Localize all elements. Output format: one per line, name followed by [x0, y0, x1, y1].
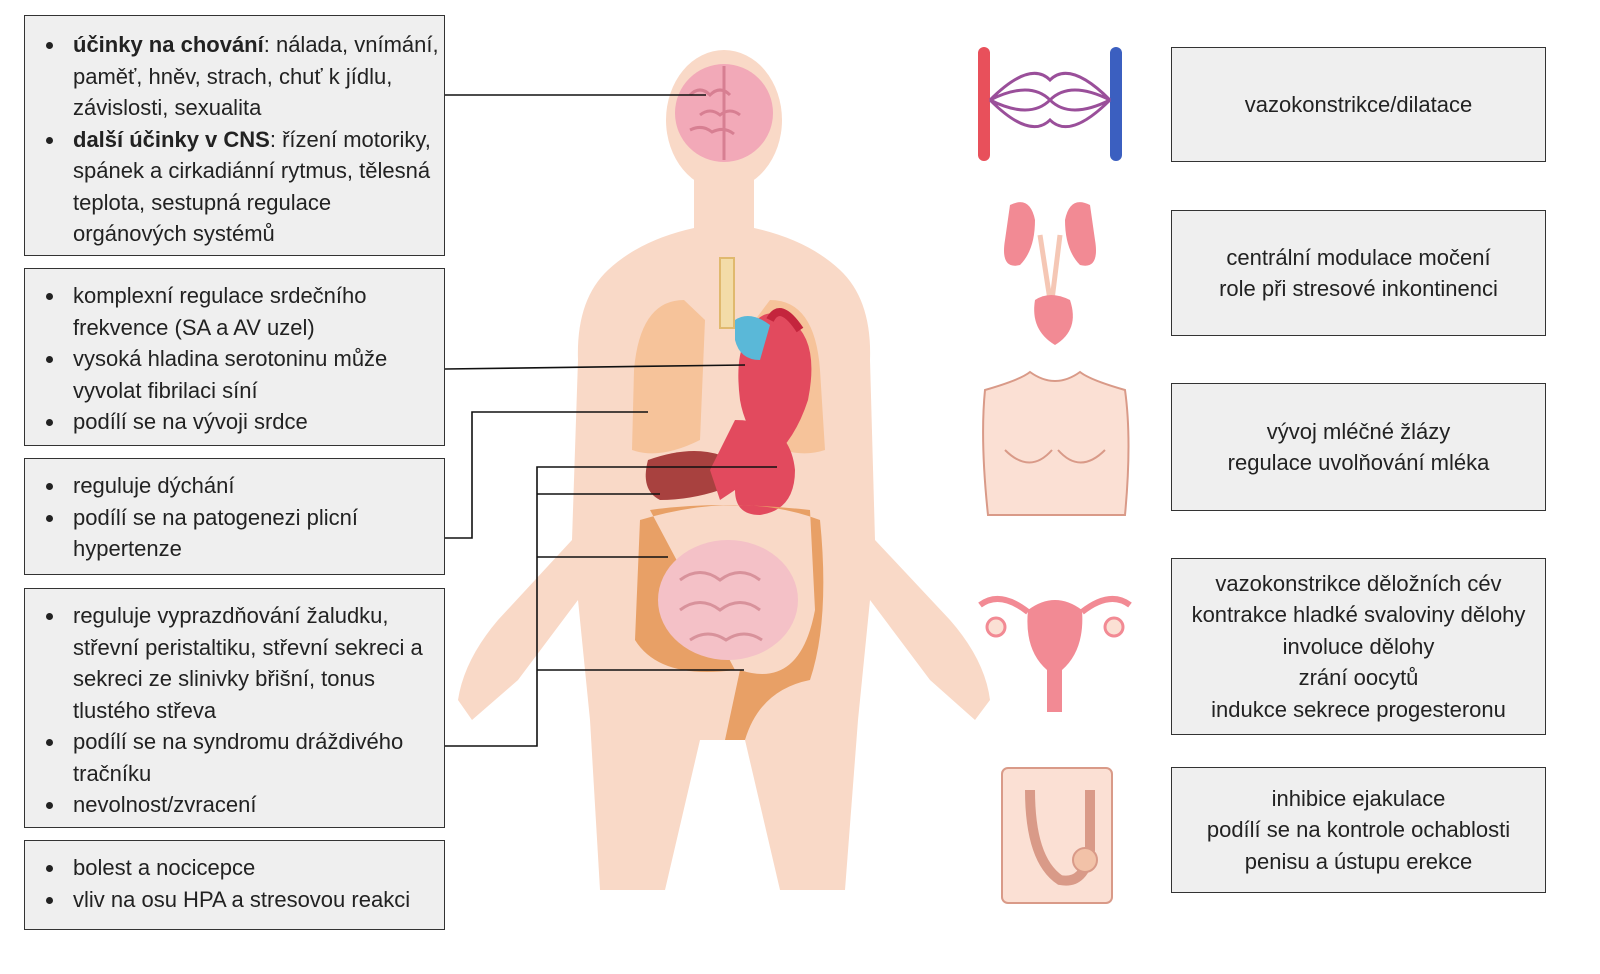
list-item: podílí se na syndromu dráždivého tračník… — [46, 726, 444, 789]
box-line: podílí se na kontrole ochablosti — [1206, 817, 1511, 843]
left-box-gut: reguluje vyprazdňování žaludku, střevní … — [24, 588, 445, 828]
right-box-vessels: vazokonstrikce/dilatace — [1171, 47, 1546, 162]
box-line: vývoj mléčné žlázy — [1266, 418, 1451, 444]
box-line: kontrakce hladké svaloviny dělohy — [1191, 602, 1526, 628]
box-line: involuce dělohy — [1282, 633, 1435, 659]
list-item: podílí se na vývoji srdce — [46, 406, 444, 438]
list-item: komplexní regulace srdečního frekvence (… — [46, 280, 444, 343]
left-box-cns: účinky na chování: nálada, vnímání, pamě… — [24, 15, 445, 256]
intestine-icon — [635, 505, 824, 740]
right-box-uterus: vazokonstrikce děložních cév kontrakce h… — [1171, 558, 1546, 735]
list-item: bolest a nocicepce — [46, 852, 444, 884]
list-item: reguluje dýchání — [46, 470, 444, 502]
uterus-icon — [978, 595, 1132, 712]
list-item: nevolnost/zvracení — [46, 789, 444, 821]
box-line: regulace uvolňování mléka — [1227, 450, 1490, 475]
list-item: podílí se na patogenezi plicní hypertenz… — [46, 502, 444, 565]
liver-icon — [645, 451, 730, 500]
blood-vessels-icon — [978, 47, 1122, 161]
right-box-penis: inhibice ejakulace podílí se na kontrole… — [1171, 767, 1546, 893]
box-line: vazokonstrikce/dilatace — [1244, 91, 1473, 117]
breast-icon — [982, 370, 1130, 516]
box-line: zrání oocytů — [1298, 665, 1419, 691]
penis-icon — [1001, 767, 1113, 904]
left-box-pain: bolest a nocicepce vliv na osu HPA a str… — [24, 840, 445, 930]
box-line: vazokonstrikce děložních cév — [1215, 570, 1502, 596]
box-line: centrální modulace močení — [1226, 244, 1491, 270]
list-item: reguluje vyprazdňování žaludku, střevní … — [46, 600, 444, 726]
list-item: vysoká hladina serotoninu může vyvolat f… — [46, 343, 444, 406]
left-box-lungs: reguluje dýchání podílí se na patogenezi… — [24, 458, 445, 575]
right-box-urinary: centrální modulace močení role při stres… — [1171, 210, 1546, 336]
box-line: penisu a ústupu erekce — [1244, 848, 1473, 874]
right-box-breast: vývoj mléčné žlázy regulace uvolňování m… — [1171, 383, 1546, 511]
list-item: účinky na chování: nálada, vnímání, pamě… — [46, 29, 444, 124]
kidneys-bladder-icon — [1004, 202, 1096, 345]
list-item: vliv na osu HPA a stresovou reakci — [46, 884, 444, 916]
box-line: indukce sekrece progesteronu — [1211, 696, 1506, 722]
left-box-heart: komplexní regulace srdečního frekvence (… — [24, 268, 445, 446]
trachea-icon — [719, 257, 735, 329]
list-item: další účinky v CNS: řízení motoriky, spá… — [46, 124, 444, 250]
brain-icon — [675, 64, 773, 162]
connector-lines — [444, 94, 777, 747]
box-line: role při stresové inkontinenci — [1219, 276, 1498, 301]
box-line: inhibice ejakulace — [1271, 785, 1446, 811]
